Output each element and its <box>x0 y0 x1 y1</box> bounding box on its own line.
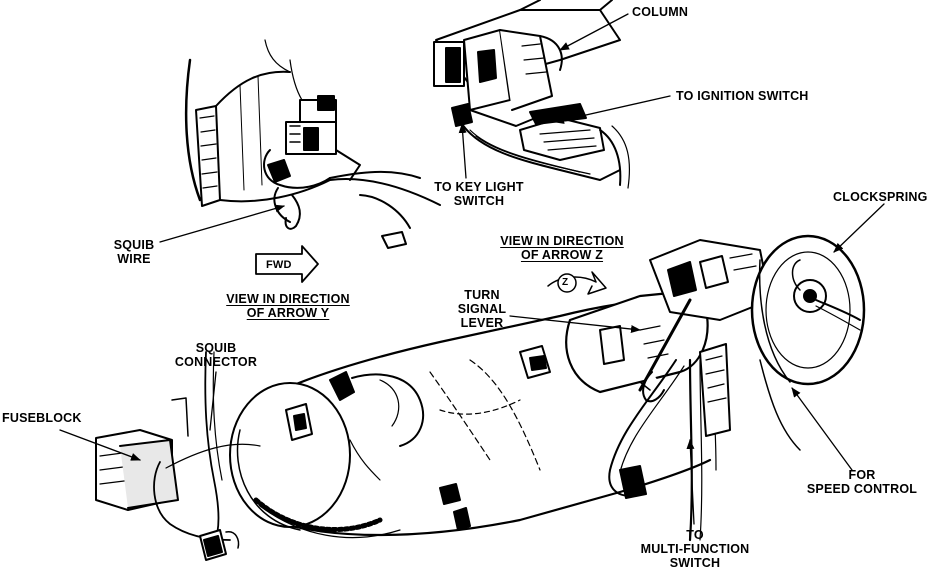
label-squib-wire: SQUIB WIRE <box>108 238 160 266</box>
label-turn-signal-lever-line-3: LEVER <box>460 316 504 330</box>
label-view-arrow-y-line-2: OF ARROW Y <box>246 306 330 320</box>
fwd-arrow <box>255 245 319 283</box>
label-fwd: FWD <box>266 259 292 271</box>
label-squib-connector: SQUIB CONNECTOR <box>164 341 268 369</box>
label-to-multi-function-switch-line-3: SWITCH <box>669 556 721 570</box>
arrow-z-symbol <box>547 271 607 295</box>
label-for-speed-control-line-1: FOR <box>848 468 876 482</box>
label-squib-connector-line-1: SQUIB <box>195 341 237 355</box>
label-view-arrow-z-line-2: OF ARROW Z <box>520 248 604 262</box>
label-turn-signal-lever-line-2: SIGNAL <box>457 302 507 316</box>
label-turn-signal-lever: TURN SIGNAL LEVER <box>446 288 518 330</box>
label-view-arrow-z: VIEW IN DIRECTION OF ARROW Z <box>484 234 640 262</box>
label-view-arrow-y-line-1: VIEW IN DIRECTION <box>226 292 350 306</box>
label-view-arrow-y: VIEW IN DIRECTION OF ARROW Y <box>210 292 366 320</box>
inset-view-y <box>184 39 441 249</box>
label-to-key-light-switch-line-2: SWITCH <box>453 194 505 208</box>
label-squib-connector-line-2: CONNECTOR <box>174 355 258 369</box>
label-for-speed-control: FOR SPEED CONTROL <box>796 468 928 496</box>
label-for-speed-control-line-2: SPEED CONTROL <box>806 482 918 496</box>
label-fuseblock: FUSEBLOCK <box>2 411 82 425</box>
label-to-multi-function-switch-line-1: TO <box>686 528 704 542</box>
leader-lines <box>59 13 885 525</box>
label-arrow-z-letter: Z <box>562 277 569 288</box>
inset-ignition-area <box>433 0 631 189</box>
steering-column-assembly <box>95 234 866 561</box>
label-to-multi-function-switch: TO MULTI-FUNCTION SWITCH <box>630 528 760 570</box>
label-view-arrow-z-line-1: VIEW IN DIRECTION <box>500 234 624 248</box>
label-squib-wire-line-1: SQUIB <box>113 238 155 252</box>
label-to-multi-function-switch-line-2: MULTI-FUNCTION <box>640 542 750 556</box>
label-to-key-light-switch-line-1: TO KEY LIGHT <box>434 180 524 194</box>
label-column: COLUMN <box>632 5 689 19</box>
label-to-key-light-switch: TO KEY LIGHT SWITCH <box>424 180 534 208</box>
label-to-ignition-switch: TO IGNITION SWITCH <box>676 89 809 103</box>
label-turn-signal-lever-line-1: TURN <box>464 288 500 302</box>
label-squib-wire-line-2: WIRE <box>117 252 151 266</box>
label-clockspring: CLOCKSPRING <box>833 190 928 204</box>
